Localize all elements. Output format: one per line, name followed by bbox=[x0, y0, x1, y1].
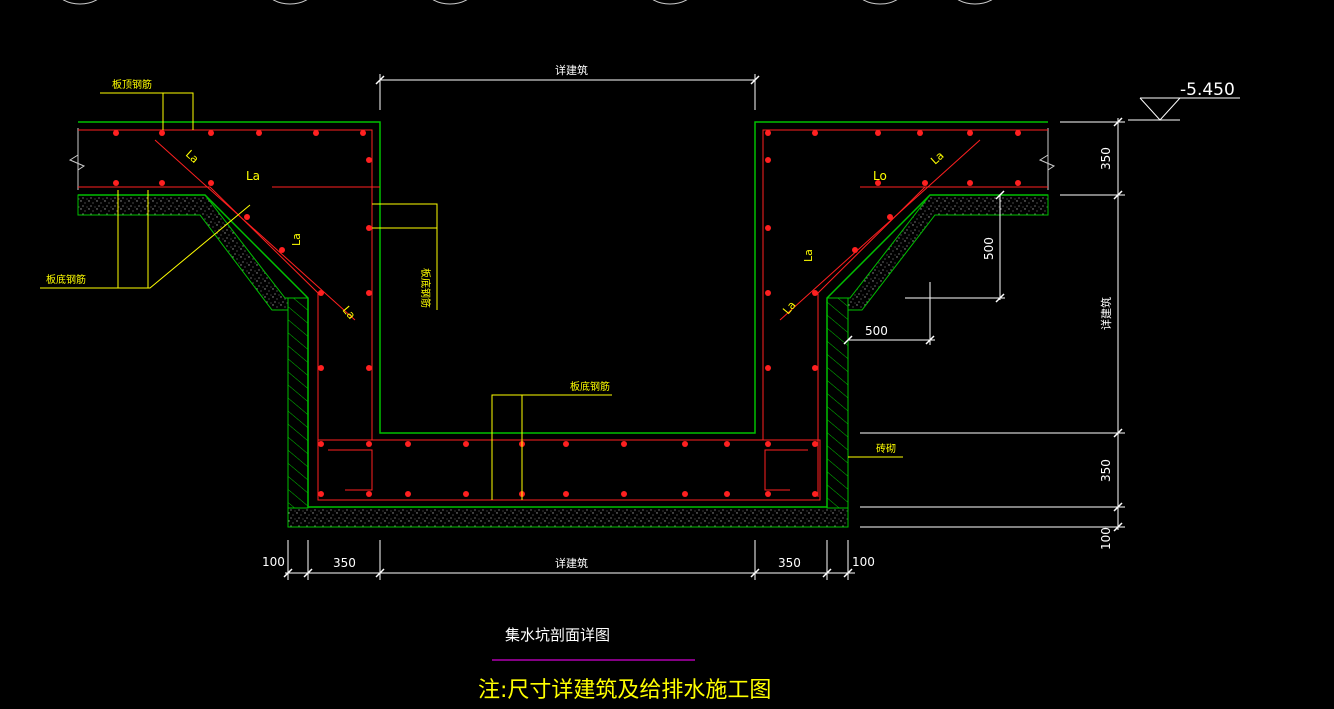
rebar-dot bbox=[208, 130, 214, 136]
rebar-dot bbox=[812, 290, 818, 296]
rebar-dot bbox=[682, 441, 688, 447]
rebar-dot bbox=[463, 491, 469, 497]
rebar-dot bbox=[405, 491, 411, 497]
elevation-label: -5.450 bbox=[1180, 80, 1235, 100]
rebar-dot bbox=[724, 491, 730, 497]
dim-left-cushion: 100 bbox=[262, 555, 285, 569]
leader-lines bbox=[40, 92, 903, 500]
rebar-dot bbox=[765, 365, 771, 371]
cushion-layers bbox=[77, 194, 1049, 528]
dim-top-width: 详建筑 bbox=[555, 63, 588, 77]
label-la-left-1: La bbox=[183, 148, 201, 166]
rebar-dot bbox=[765, 225, 771, 231]
rebar-dot bbox=[887, 214, 893, 220]
rebar-dot bbox=[318, 365, 324, 371]
rebar-dot bbox=[563, 491, 569, 497]
rebar-lines bbox=[78, 129, 1048, 501]
rebar-dot bbox=[1015, 180, 1021, 186]
rebar-dot bbox=[621, 491, 627, 497]
label-la-left-2: La bbox=[246, 169, 260, 183]
rebar-dot bbox=[765, 290, 771, 296]
rebar-dots bbox=[113, 130, 1021, 497]
dim-right-wall: 350 bbox=[778, 556, 801, 570]
rebar-dot bbox=[1015, 130, 1021, 136]
rebar-dot bbox=[563, 441, 569, 447]
label-la-right-4: La bbox=[780, 299, 798, 317]
rebar-dot bbox=[256, 130, 262, 136]
label-la-right-1: La bbox=[928, 149, 946, 167]
rebar-dot bbox=[682, 491, 688, 497]
dim-slope-height: 500 bbox=[982, 237, 996, 260]
dim-top-slab: 350 bbox=[1099, 147, 1113, 170]
rebar-dot bbox=[967, 130, 973, 136]
rebar-dot bbox=[765, 157, 771, 163]
structure-outline bbox=[68, 121, 1056, 508]
rebar-dot bbox=[812, 130, 818, 136]
label-top-rebar: 板顶钢筋 bbox=[112, 78, 152, 91]
rebar-dot bbox=[812, 491, 818, 497]
dim-slope-width: 500 bbox=[865, 324, 888, 338]
dim-right-height: 详建筑 bbox=[1099, 297, 1113, 330]
rebar-dot bbox=[366, 365, 372, 371]
rebar-dot bbox=[812, 365, 818, 371]
rebar-dot bbox=[360, 130, 366, 136]
label-wall-rebar: 板底钢筋 bbox=[419, 268, 432, 308]
dim-bottom-slab: 350 bbox=[1099, 459, 1113, 482]
rebar-dot bbox=[366, 441, 372, 447]
label-la-left-3: La bbox=[290, 233, 303, 246]
rebar-dot bbox=[366, 225, 372, 231]
label-la-right-3: Lo bbox=[873, 169, 887, 183]
rebar-dot bbox=[318, 441, 324, 447]
rebar-dot bbox=[463, 441, 469, 447]
rebar-dot bbox=[366, 290, 372, 296]
rebar-dot bbox=[724, 441, 730, 447]
label-brick: 砖砌 bbox=[876, 442, 896, 455]
drawing-note: 注:尺寸详建筑及给排水施工图 bbox=[478, 678, 771, 703]
rebar-dot bbox=[113, 130, 119, 136]
label-la-right-2: La bbox=[802, 249, 815, 262]
dim-left-wall: 350 bbox=[333, 556, 356, 570]
rebar-dot bbox=[366, 157, 372, 163]
brick-walls bbox=[287, 297, 849, 509]
rebar-dot bbox=[922, 180, 928, 186]
rebar-dot bbox=[159, 180, 165, 186]
rebar-dot bbox=[313, 130, 319, 136]
rebar-dot bbox=[917, 130, 923, 136]
rebar-dot bbox=[244, 214, 250, 220]
rebar-dot bbox=[113, 180, 119, 186]
rebar-dot bbox=[279, 247, 285, 253]
rebar-dot bbox=[405, 441, 411, 447]
rebar-dot bbox=[765, 130, 771, 136]
rebar-dot bbox=[318, 491, 324, 497]
dim-cushion: 100 bbox=[1099, 527, 1113, 550]
label-bottom-rebar-mid: 板底钢筋 bbox=[570, 380, 610, 393]
rebar-dot bbox=[366, 491, 372, 497]
rebar-dot bbox=[318, 290, 324, 296]
rebar-dot bbox=[765, 491, 771, 497]
rebar-dot bbox=[765, 441, 771, 447]
grid-bubbles bbox=[62, 0, 993, 5]
rebar-dot bbox=[967, 180, 973, 186]
label-la-left-4: La bbox=[340, 304, 358, 322]
dimension-ticks bbox=[283, 75, 1123, 578]
label-bottom-rebar-left: 板底钢筋 bbox=[46, 273, 86, 286]
rebar-dot bbox=[621, 441, 627, 447]
rebar-dot bbox=[159, 130, 165, 136]
rebar-dot bbox=[875, 180, 881, 186]
rebar-dot bbox=[875, 130, 881, 136]
rebar-dot bbox=[812, 441, 818, 447]
rebar-dot bbox=[208, 180, 214, 186]
rebar-dot bbox=[852, 247, 858, 253]
drawing-title: 集水坑剖面详图 bbox=[505, 626, 610, 644]
dim-bottom-width: 详建筑 bbox=[555, 556, 588, 570]
dim-right-cushion: 100 bbox=[852, 555, 875, 569]
